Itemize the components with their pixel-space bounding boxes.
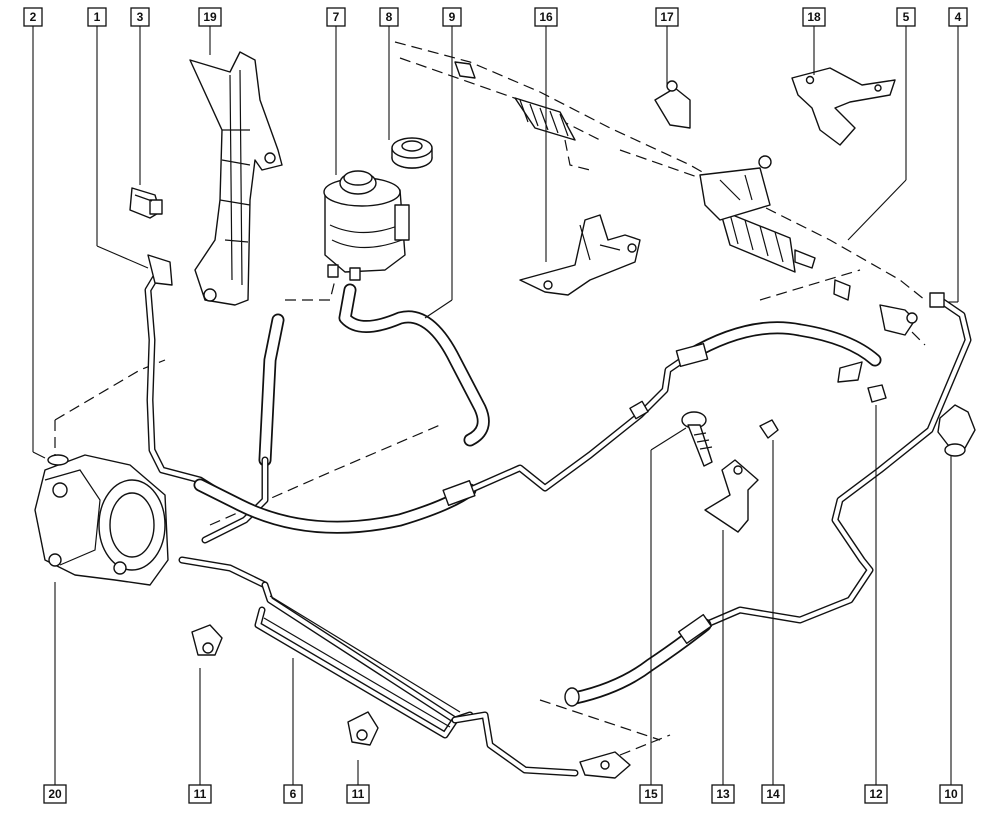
callout-2: 2 <box>23 7 43 27</box>
callout-19: 19 <box>198 7 222 27</box>
callout-label: 3 <box>137 10 144 24</box>
callout-label: 7 <box>333 10 340 24</box>
callout-20: 20 <box>43 784 67 804</box>
hose-clamp-11a <box>191 624 223 656</box>
callout-label: 20 <box>48 787 62 801</box>
callout-15: 15 <box>639 784 663 804</box>
callout-16: 16 <box>534 7 558 27</box>
callout-label: 2 <box>30 10 37 24</box>
leader-lines <box>32 26 959 785</box>
callout-label: 11 <box>352 787 365 801</box>
callout-14: 14 <box>761 784 785 804</box>
callout-10: 10 <box>939 784 963 804</box>
callout-label: 13 <box>716 787 730 801</box>
bracket-18 <box>791 67 896 146</box>
callout-label: 15 <box>644 787 658 801</box>
callout-label: 14 <box>766 787 780 801</box>
bracket-19 <box>189 51 283 306</box>
callout-label: 8 <box>386 10 393 24</box>
callout-3: 3 <box>130 7 150 27</box>
callout-label: 4 <box>955 10 962 24</box>
hoses <box>144 254 972 707</box>
callout-label: 18 <box>807 10 821 24</box>
callout-9: 9 <box>442 7 462 27</box>
callout-label: 1 <box>94 10 101 24</box>
callout-label: 6 <box>290 787 297 801</box>
callout-11b: 11 <box>346 784 370 804</box>
callout-11a: 11 <box>188 784 212 804</box>
callout-17: 17 <box>655 7 679 27</box>
grommet-10 <box>937 404 976 457</box>
pressure-sensor-3 <box>129 187 163 219</box>
callout-label: 12 <box>869 787 883 801</box>
callout-label: 17 <box>660 10 674 24</box>
callout-7: 7 <box>326 7 346 27</box>
callout-label: 10 <box>944 787 958 801</box>
assembly-guide-lines <box>54 41 926 756</box>
tie-rod-end <box>879 304 918 336</box>
callout-18: 18 <box>802 7 826 27</box>
hose-clamp-11b <box>347 711 379 746</box>
callout-label: 5 <box>903 10 910 24</box>
callout-8: 8 <box>379 7 399 27</box>
callout-13: 13 <box>711 784 735 804</box>
bolt-15 <box>681 411 713 467</box>
clip-17 <box>654 80 691 129</box>
power-steering-pump-20 <box>34 454 169 586</box>
callout-4: 4 <box>948 7 968 27</box>
callout-6: 6 <box>283 784 303 804</box>
fluid-reservoir-7 <box>323 170 410 281</box>
callout-label: 9 <box>449 10 456 24</box>
callout-label: 16 <box>539 10 553 24</box>
steering-rack <box>454 61 851 301</box>
bracket-13 <box>704 459 759 533</box>
callouts: 2 1 3 19 7 8 9 16 17 18 5 4 20 11 6 11 1… <box>23 7 968 804</box>
oil-cooler-6 <box>254 581 631 779</box>
callout-5: 5 <box>896 7 916 27</box>
callout-label: 11 <box>194 787 207 801</box>
bracket-16 <box>519 214 641 296</box>
clip-12 <box>837 361 887 403</box>
callout-12: 12 <box>864 784 888 804</box>
callout-label: 19 <box>203 10 217 24</box>
callout-1: 1 <box>87 7 107 27</box>
nut-14 <box>759 419 779 439</box>
reservoir-cap-8 <box>391 137 433 169</box>
